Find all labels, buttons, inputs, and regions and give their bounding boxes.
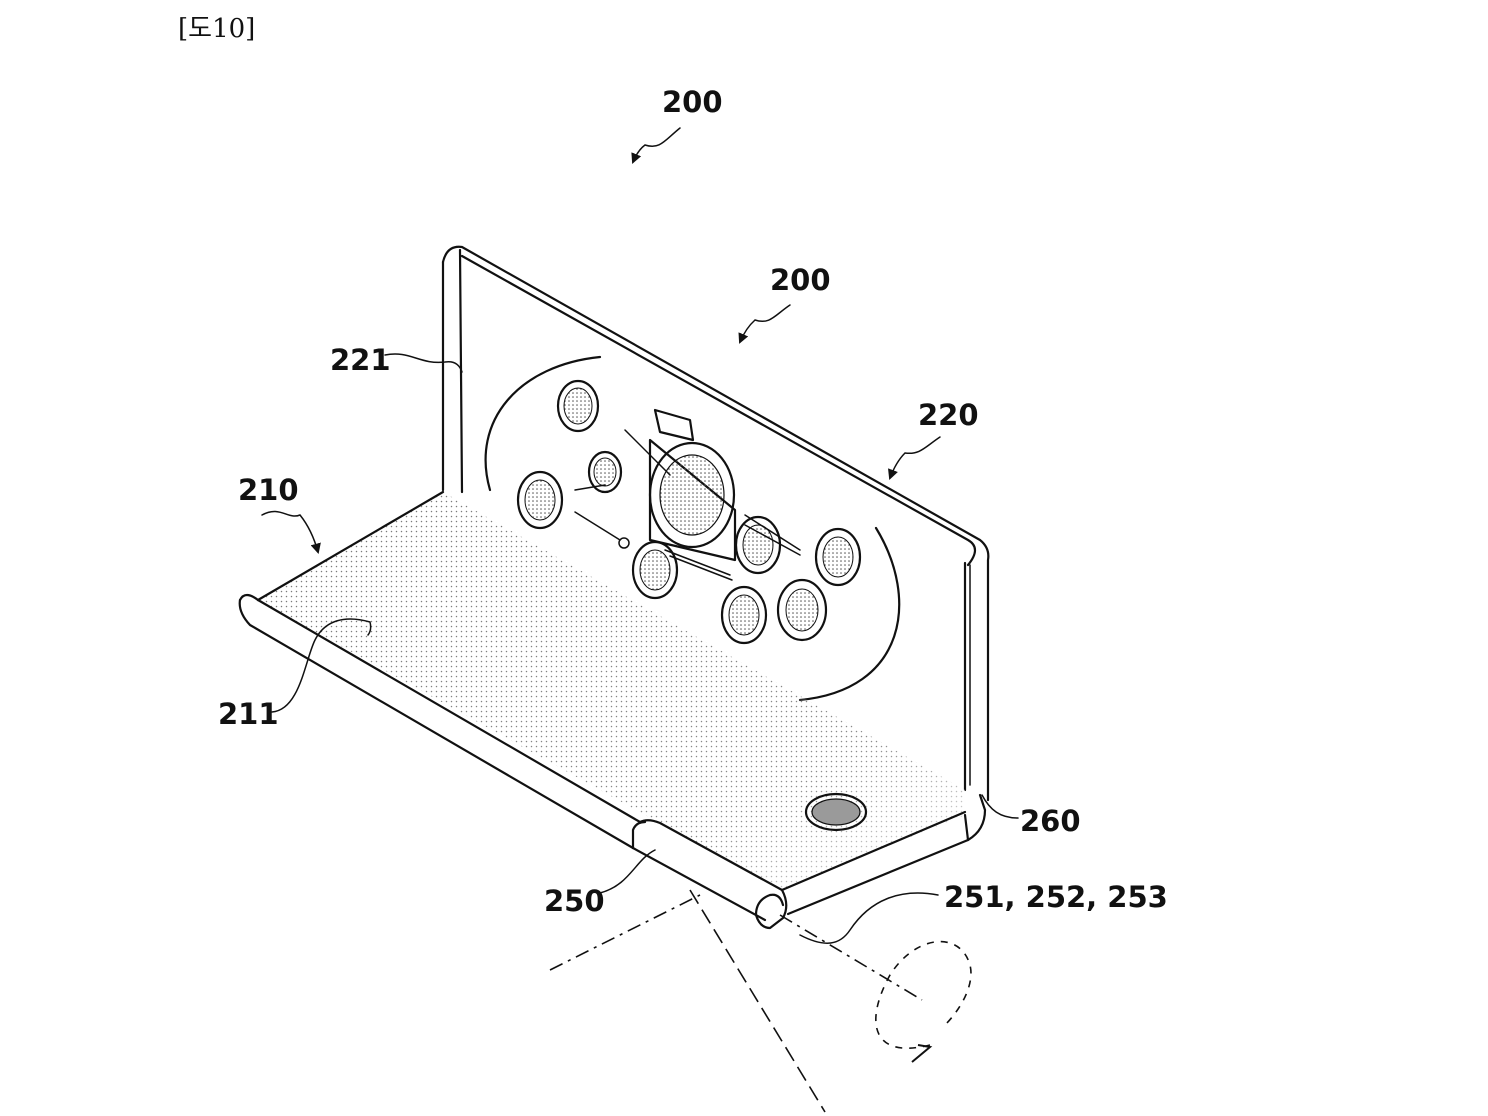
ref-label-220: 220: [918, 398, 979, 432]
rotation-path: [875, 940, 972, 1049]
rotation-arrow-icon: [911, 1044, 933, 1063]
arrow-icon: [631, 127, 681, 164]
ref-label-250: 250: [544, 884, 605, 918]
ref-label-200: 200: [770, 263, 831, 297]
ref-label-210: 210: [238, 473, 299, 507]
first-body-210: [238, 490, 987, 930]
ref-label-260: 260: [1020, 804, 1081, 838]
hinge-axes: [549, 889, 972, 1113]
ref-label-211: 211: [218, 697, 279, 731]
arrow-icon: [738, 304, 791, 344]
ref-label-200-top: 200: [662, 85, 723, 119]
figure-label: [도10]: [178, 14, 256, 44]
ref-label-221: 221: [330, 343, 391, 377]
arrow-icon: [261, 510, 321, 555]
second-display-221-content: [484, 355, 901, 702]
ref-label-251-252-253: 251, 252, 253: [944, 880, 1168, 914]
arrow-icon: [888, 436, 941, 480]
leader-lines: [261, 127, 1019, 944]
